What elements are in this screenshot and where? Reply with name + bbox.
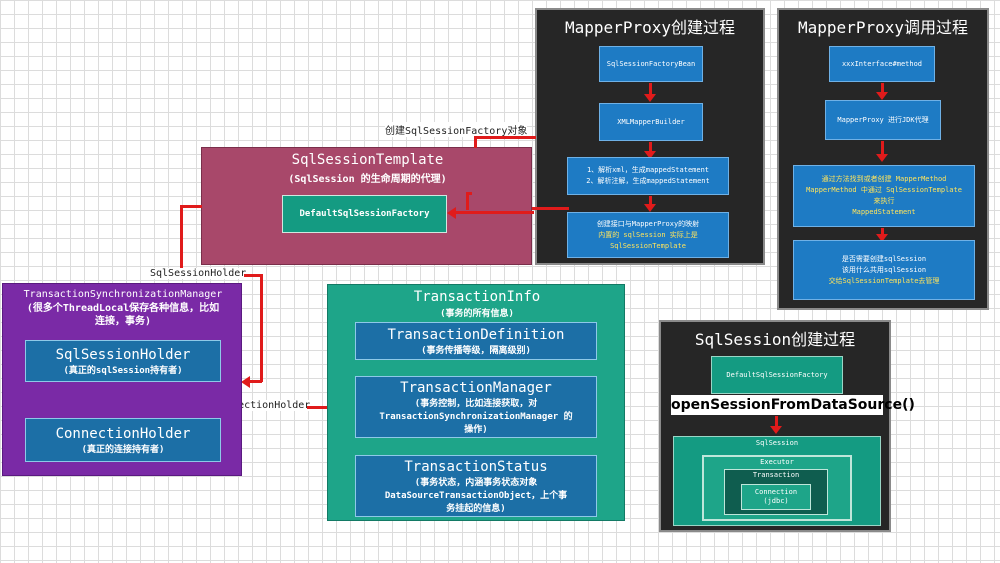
- sqlsession-template-box: SqlSessionTemplate (SqlSession 的生命周期的代理)…: [201, 147, 532, 265]
- sync-manager-title: TransactionSynchronizationManager: [23, 289, 223, 300]
- connection-holder-label: ConnectionHolder: [214, 400, 311, 411]
- subtitle-line: (很多个ThreadLocal保存各种信息，比如: [26, 303, 220, 314]
- sync-manager-box: TransactionSynchronizationManager (很多个Th…: [2, 283, 242, 476]
- panel-title: MapperProxy创建过程: [565, 18, 735, 37]
- holder-title: SqlSessionHolder: [55, 346, 191, 363]
- connector-line: [180, 205, 202, 208]
- flow-step-parse: 1、解析xml，生成mappedStatement 2、解析注解，生成mappe…: [567, 157, 729, 195]
- arrow-head: [644, 94, 656, 102]
- connector-line: [466, 192, 472, 195]
- step-text: 创建接口与MapperProxy的映射: [596, 219, 700, 228]
- connector-line: [180, 205, 183, 273]
- step-text: 内置的 sqlSession 实际上是: [598, 230, 698, 239]
- connection-holder-box: ConnectionHolder (真正的连接持有者): [25, 418, 221, 462]
- arrow-line: [649, 142, 652, 152]
- box-subtitle: DataSourceTransactionObject，上个事: [384, 490, 568, 501]
- panel-title: SqlSession创建过程: [694, 330, 856, 349]
- txinfo-subtitle: (事务的所有信息): [440, 309, 514, 319]
- default-factory-box: DefaultSqlSessionFactory: [711, 356, 843, 394]
- connection-jdbc: (jdbc): [763, 497, 789, 505]
- step-text: 2、解析注解，生成mappedStatement: [586, 177, 710, 185]
- step-text: 交给SqlSessionTemplate去管理: [828, 276, 940, 285]
- executor-box: Executor Transaction Connection (jdbc): [702, 455, 852, 521]
- arrow-line: [881, 228, 884, 236]
- sqlsession-label: SqlSession: [755, 439, 799, 447]
- step-text: MapperMethod 中通过 SqlSessionTemplate: [806, 186, 962, 194]
- step-text: MappedStatement: [852, 208, 916, 216]
- holder-subtitle: (真正的连接持有者): [81, 444, 165, 455]
- flow-step-factory-bean: SqlSessionFactoryBean: [599, 46, 703, 82]
- box-subtitle: (事务状态，内涵事务状态对象: [414, 477, 538, 488]
- connector-line: [260, 274, 263, 382]
- sqlsession-box: SqlSession Executor Transaction Connecti…: [673, 436, 881, 526]
- sync-manager-subtitle: (很多个ThreadLocal保存各种信息，比如 连接，事务): [3, 302, 243, 328]
- txinfo-title: TransactionInfo: [413, 289, 541, 305]
- arrow-head: [876, 154, 888, 162]
- holder-title: ConnectionHolder: [55, 425, 191, 442]
- arrow-line: [881, 141, 884, 155]
- arrow-line: [649, 196, 652, 206]
- flow-step-jdk-proxy: MapperProxy 进行JDK代理: [825, 100, 941, 140]
- box-title: TransactionDefinition: [387, 326, 565, 343]
- box-subtitle: 务挂起的信息): [446, 503, 506, 514]
- transaction-manager-box: TransactionManager (事务控制，比如连接获取，对 Transa…: [355, 376, 597, 438]
- box-subtitle: 操作): [464, 424, 488, 435]
- transaction-box: Transaction Connection (jdbc): [724, 469, 828, 515]
- box-subtitle: (事务传播等级，隔离级别): [421, 345, 531, 356]
- panel-title: MapperProxy调用过程: [798, 18, 968, 37]
- open-session-method: openSessionFromDataSource(): [671, 395, 915, 415]
- arrow-head: [770, 426, 782, 434]
- box-title: TransactionManager: [400, 379, 552, 396]
- step-text: 1、解析xml，生成mappedStatement: [586, 166, 710, 174]
- flow-step-interface-method: xxxInterface#method: [829, 46, 935, 82]
- sqlsession-holder-box: SqlSessionHolder (真正的sqlSession持有者): [25, 340, 221, 382]
- template-title: SqlSessionTemplate: [291, 152, 444, 168]
- arrow-head: [876, 92, 888, 100]
- flow-step-mapper-method: 通过方法找到或者创建 MapperMethod MapperMethod 中通过…: [793, 165, 975, 227]
- step-text: SqlSessionTemplate: [610, 241, 686, 250]
- arrow-head: [644, 151, 656, 159]
- arrow-head: [644, 204, 656, 212]
- connector-line: [250, 380, 262, 383]
- arrow-line: [881, 83, 884, 93]
- step-text: 通过方法找到或者创建 MapperMethod: [821, 175, 947, 183]
- executor-label: Executor: [760, 458, 794, 466]
- mapperproxy-create-panel: MapperProxy创建过程 SqlSessionFactoryBean XM…: [535, 8, 765, 265]
- connector-line: [466, 192, 469, 210]
- step-text: 来执行: [873, 197, 895, 205]
- connection-label: Connection: [754, 488, 798, 496]
- session-holder-label: SqlSessionHolder: [150, 268, 247, 279]
- mapperproxy-invoke-panel: MapperProxy调用过程 xxxInterface#method Mapp…: [777, 8, 989, 310]
- connector-line: [244, 274, 262, 277]
- transaction-label: Transaction: [752, 471, 800, 479]
- connector-line: [456, 211, 534, 214]
- arrow-line: [775, 416, 778, 428]
- flow-step-session-manage: 是否需要创建sqlSession 该用什么共用sqlSession 交给SqlS…: [793, 240, 975, 300]
- connector-line: [532, 207, 569, 210]
- template-subtitle: (SqlSession 的生命周期的代理): [288, 174, 447, 185]
- arrow-line: [649, 83, 652, 95]
- box-subtitle: (事务控制，比如连接获取，对: [414, 398, 538, 409]
- box-title: TransactionStatus: [404, 458, 548, 475]
- holder-subtitle: (真正的sqlSession持有者): [63, 365, 183, 376]
- create-factory-label: 创建SqlSessionFactory对象: [385, 122, 528, 137]
- connector-line: [474, 136, 477, 148]
- arrow-head: [876, 234, 888, 242]
- arrow-head: [241, 376, 250, 388]
- connector-line: [474, 136, 536, 139]
- step-text: 该用什么共用sqlSession: [841, 265, 927, 274]
- flow-step-mapping: 创建接口与MapperProxy的映射 内置的 sqlSession 实际上是 …: [567, 212, 729, 258]
- connection-box: Connection (jdbc): [741, 484, 811, 510]
- transaction-definition-box: TransactionDefinition (事务传播等级，隔离级别): [355, 322, 597, 360]
- transaction-info-box: TransactionInfo (事务的所有信息) TransactionDef…: [327, 284, 625, 521]
- step-text: 是否需要创建sqlSession: [841, 254, 927, 263]
- box-subtitle: TransactionSynchronizationManager 的: [379, 411, 573, 422]
- sqlsession-create-panel: SqlSession创建过程 DefaultSqlSessionFactory …: [659, 320, 915, 532]
- subtitle-line: 连接，事务): [94, 316, 152, 327]
- transaction-status-box: TransactionStatus (事务状态，内涵事务状态对象 DataSou…: [355, 455, 597, 517]
- default-sqlsession-factory: DefaultSqlSessionFactory: [282, 195, 447, 233]
- flow-step-xml-builder: XMLMapperBuilder: [599, 103, 703, 141]
- arrow-head: [447, 207, 456, 219]
